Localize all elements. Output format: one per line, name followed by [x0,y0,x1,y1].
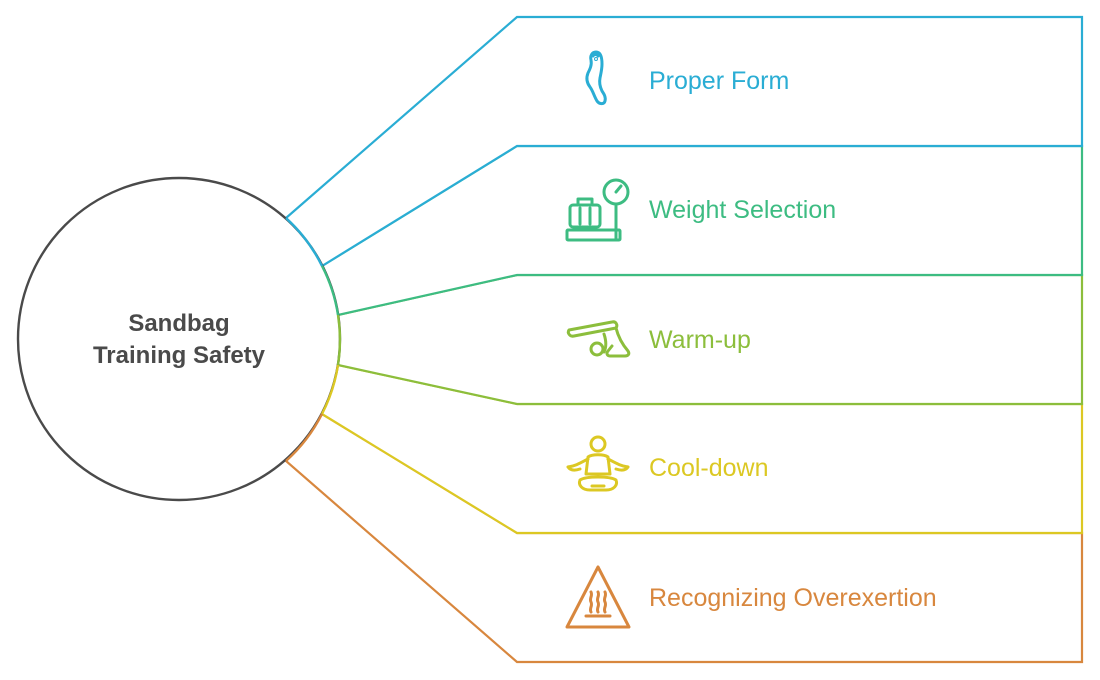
arc-warm-up [336,314,342,366]
warm-up-stretch-icon [560,302,636,378]
center-title-line2: Training Safety [92,342,266,369]
item-label-warm-up: Warm-up [649,326,751,354]
item-label-weight-selection: Weight Selection [649,196,837,224]
scale-luggage-icon [560,172,636,248]
arc-cool-down [320,364,340,415]
circle-arcs [285,217,342,462]
heat-warning-icon [560,560,636,636]
arc-proper-form [285,217,324,267]
band-group [284,15,1084,664]
arc-weight-selection [320,265,340,316]
center-title: Sandbag Training Safety [60,308,298,372]
item-label-recognizing-overexertion: Recognizing Overexertion [649,584,937,612]
meditation-icon [560,430,636,506]
item-label-proper-form: Proper Form [649,67,790,95]
body-form-icon [560,43,636,119]
center-title-line1: Sandbag [128,310,230,337]
arc-recognizing-overexertion [285,413,324,462]
item-label-cool-down: Cool-down [649,454,769,482]
